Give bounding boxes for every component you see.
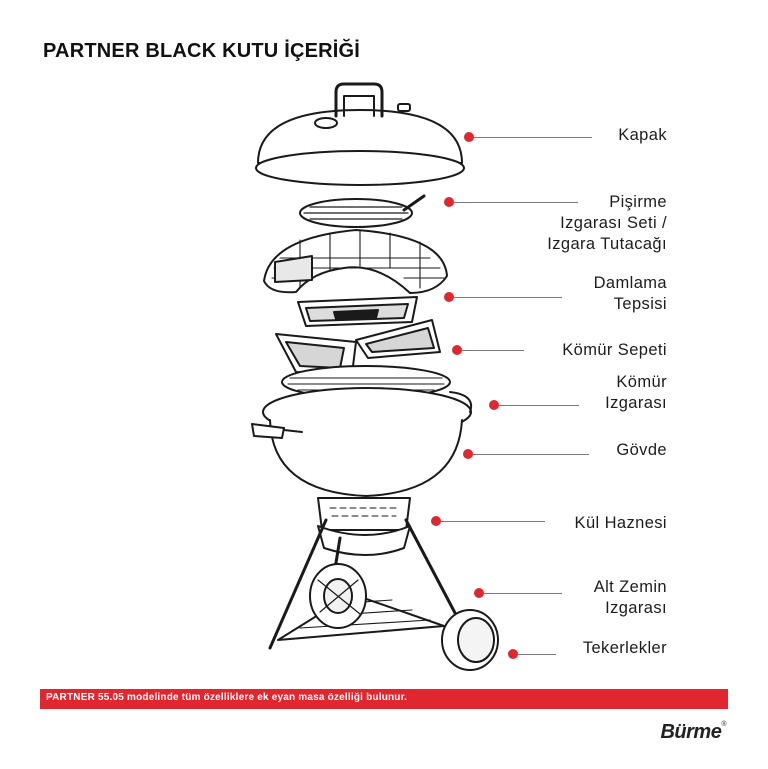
ash-catcher-illustration: [317, 497, 411, 556]
marker-dot: [452, 345, 462, 355]
connector-line: [484, 593, 562, 594]
part-label: Tekerlekler: [582, 639, 667, 657]
marker-dot: [464, 132, 474, 142]
page-title: PARTNER BLACK KUTU İÇERİĞİ: [43, 40, 361, 62]
part-label: Pişirme Izgarası Seti / Izgara Tutacağı: [547, 193, 667, 253]
part-label: Kömür Izgarası: [605, 373, 667, 412]
marker-dot: [489, 400, 499, 410]
connector-line: [454, 297, 562, 298]
brand-name: Bürme: [660, 721, 722, 743]
connector-line: [474, 137, 592, 138]
bowl-illustration: [251, 387, 472, 497]
wheels-illustration: [309, 563, 499, 671]
part-label: Kül Haznesi: [574, 514, 667, 532]
cooking-grate-illustration: [263, 194, 448, 294]
marker-dot: [463, 449, 473, 459]
connector-line: [473, 454, 589, 455]
registered-mark: ®: [721, 721, 726, 728]
lid-illustration: [255, 82, 465, 186]
connector-line: [462, 350, 524, 351]
drip-pan-illustration: [297, 296, 418, 327]
part-label: Gövde: [616, 441, 667, 459]
part-label: Alt Zemin Izgarası: [593, 578, 667, 617]
marker-dot: [474, 588, 484, 598]
part-label: Kömür Sepeti: [562, 341, 667, 359]
footer-note: PARTNER 55.05 modelinde tüm özelliklere …: [46, 692, 408, 703]
connector-line: [518, 654, 556, 655]
marker-dot: [444, 292, 454, 302]
marker-dot: [431, 516, 441, 526]
connector-line: [499, 405, 579, 406]
marker-dot: [508, 649, 518, 659]
connector-line: [454, 202, 578, 203]
marker-dot: [444, 197, 454, 207]
part-label: Damlama Tepsisi: [593, 274, 667, 313]
brand-logo: Bürme®: [660, 721, 726, 744]
part-label: Kapak: [618, 126, 667, 144]
connector-line: [441, 521, 545, 522]
footer-note-bar: PARTNER 55.05 modelinde tüm özelliklere …: [40, 689, 728, 709]
